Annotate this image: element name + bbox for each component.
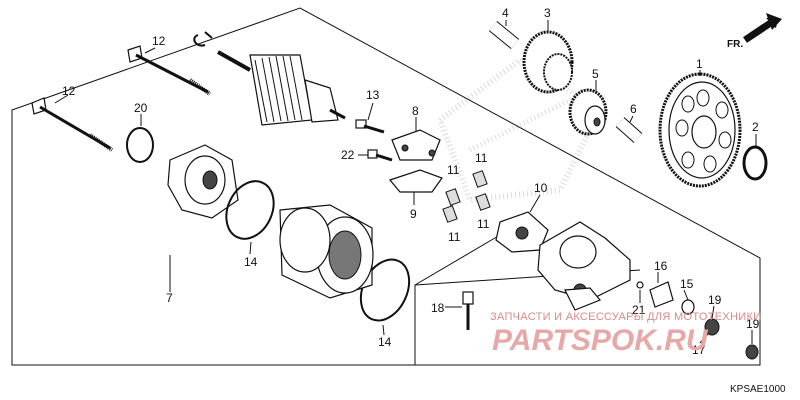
- catalog-code: KPSAE1000: [730, 384, 786, 395]
- callout-11d: 11: [477, 217, 490, 231]
- callout-11b: 11: [475, 151, 488, 165]
- callout-12a: 12: [152, 34, 166, 48]
- callout-12b: 12: [62, 84, 76, 98]
- rear-cover: [167, 144, 239, 219]
- callout-17: 17: [692, 343, 706, 357]
- front-arrow-icon: [743, 13, 782, 43]
- callout-19a: 19: [708, 293, 722, 307]
- watermark-caption: ЗАПЧАСТИ И АКСЕССУАРЫ ДЛЯ МОТОТЕХНИКИ: [490, 311, 761, 323]
- bolt-18: [462, 291, 474, 330]
- long-bolt-lower: [31, 97, 114, 152]
- screw-22: [367, 149, 393, 162]
- nut-19-lower: [745, 344, 759, 360]
- callout-15: 15: [680, 277, 694, 291]
- callout-5: 5: [592, 67, 599, 81]
- callout-21: 21: [632, 303, 646, 317]
- pinion-16: [649, 281, 674, 308]
- callout-4: 4: [502, 6, 509, 20]
- callout-10: 10: [534, 181, 548, 195]
- front-label: FR.: [727, 39, 743, 50]
- callout-11c: 11: [448, 230, 461, 244]
- callout-labels: 1 2 3 4 5 6 7 8 9 10 11 11 11 11 12 12 1…: [62, 6, 760, 357]
- callout-22: 22: [341, 148, 355, 162]
- callout-7: 7: [166, 291, 173, 305]
- callout-3: 3: [544, 6, 551, 20]
- callout-20: 20: [134, 101, 148, 115]
- callout-8: 8: [412, 104, 419, 118]
- yoke-case: [279, 204, 374, 299]
- callout-1: 1: [696, 57, 703, 71]
- callout-16: 16: [654, 259, 668, 273]
- callout-13: 13: [366, 88, 380, 102]
- long-bolt-upper: [127, 45, 212, 96]
- springs: [442, 170, 491, 223]
- washer-21: [636, 281, 644, 289]
- watermark: ЗАПЧАСТИ И АКСЕССУАРЫ ДЛЯ МОТОТЕХНИКИ PA…: [490, 311, 761, 357]
- shaft-6: [615, 117, 643, 143]
- brush-holder: [388, 129, 443, 193]
- assembly-frame: [11, 7, 761, 366]
- watermark-logo: PARTSPOK.RU: [492, 324, 709, 357]
- driven-gear-1: [658, 72, 742, 188]
- front-housing: [537, 221, 631, 311]
- screw-13: [355, 119, 385, 134]
- o-ring-large-left: [225, 180, 275, 240]
- o-ring-small: [126, 127, 154, 163]
- callout-14b: 14: [378, 335, 392, 349]
- callout-6: 6: [630, 102, 637, 116]
- idle-gear-3: [522, 30, 574, 94]
- background-emblem: [436, 56, 604, 204]
- snap-clip: [193, 31, 213, 47]
- shaft-4: [488, 20, 520, 50]
- callout-18: 18: [431, 301, 445, 315]
- callout-9: 9: [410, 207, 417, 221]
- callout-11a: 11: [447, 163, 460, 177]
- washer-2: [742, 145, 768, 181]
- callout-14a: 14: [244, 255, 258, 269]
- leader-lines: [54, 20, 757, 344]
- callout-19b: 19: [746, 317, 760, 331]
- reduction-gear-5: [568, 88, 608, 136]
- nut-19-upper: [704, 318, 720, 336]
- callout-2: 2: [752, 120, 759, 134]
- armature: [217, 50, 346, 126]
